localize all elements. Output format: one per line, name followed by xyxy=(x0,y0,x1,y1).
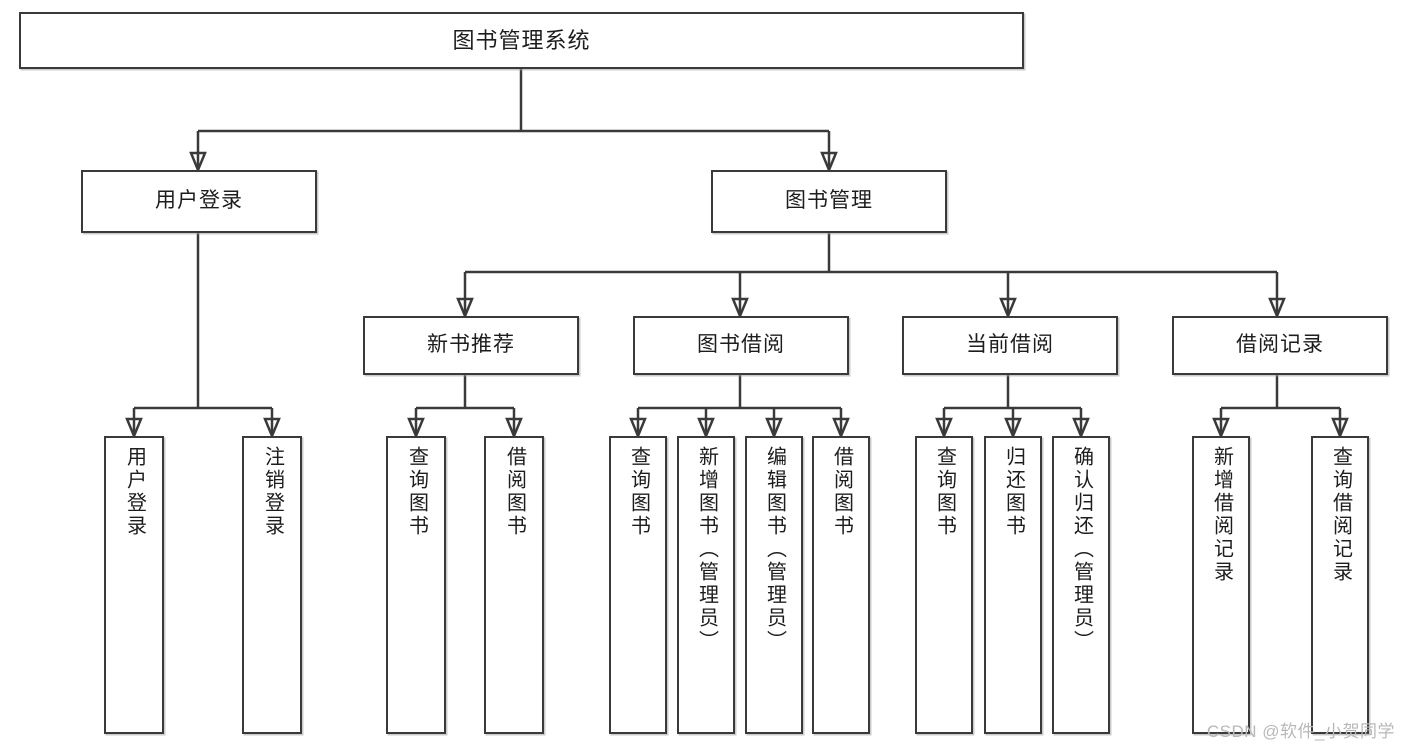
arrow-head-user-login xyxy=(189,151,207,174)
node-user-login[interactable]: 用户登录 xyxy=(81,170,317,233)
node-label-leaf-borrow-borrow-book: 借阅图书 xyxy=(830,446,853,538)
node-leaf-borrow-query-book[interactable]: 查询图书 xyxy=(609,436,667,734)
node-label-leaf-borrow-add-book: 新增图书（管理员） xyxy=(695,446,718,653)
arrow-head-leaf-borrow-borrow-book xyxy=(832,417,850,440)
node-leaf-borrow-borrow-book[interactable]: 借阅图书 xyxy=(812,436,870,734)
arrow-head-borrow-record xyxy=(1268,297,1286,320)
node-label-leaf-record-add: 新增借阅记录 xyxy=(1210,446,1233,584)
arrow-head-leaf-current-confirm-return xyxy=(1072,417,1090,440)
node-leaf-rec-query-book[interactable]: 查询图书 xyxy=(386,436,446,734)
node-label-leaf-user-logout: 注销登录 xyxy=(261,446,284,538)
node-label-borrow-record: 借阅记录 xyxy=(1236,333,1324,357)
node-leaf-current-return-book[interactable]: 归还图书 xyxy=(984,436,1042,734)
node-label-leaf-rec-query-book: 查询图书 xyxy=(405,446,428,538)
node-leaf-current-query-book[interactable]: 查询图书 xyxy=(915,436,973,734)
node-leaf-borrow-add-book[interactable]: 新增图书（管理员） xyxy=(677,436,735,734)
node-book-manage[interactable]: 图书管理 xyxy=(711,170,947,233)
arrow-head-leaf-user-logout xyxy=(263,417,281,440)
arrow-head-leaf-borrow-edit-book xyxy=(765,417,783,440)
arrow-head-book-borrow xyxy=(731,297,749,320)
arrow-head-leaf-rec-borrow-book xyxy=(505,417,523,440)
arrow-head-leaf-borrow-add-book xyxy=(697,417,715,440)
node-leaf-record-query[interactable]: 查询借阅记录 xyxy=(1311,436,1369,734)
node-label-leaf-borrow-edit-book: 编辑图书（管理员） xyxy=(763,446,786,653)
arrow-head-leaf-borrow-query-book xyxy=(629,417,647,440)
node-label-leaf-borrow-query-book: 查询图书 xyxy=(627,446,650,538)
arrow-head-current-borrow xyxy=(999,297,1017,320)
arrow-head-new-book-rec xyxy=(456,297,474,320)
arrow-head-leaf-user-login xyxy=(125,417,143,440)
node-leaf-rec-borrow-book[interactable]: 借阅图书 xyxy=(484,436,544,734)
node-leaf-current-confirm-return[interactable]: 确认归还（管理员） xyxy=(1052,436,1110,734)
node-label-new-book-rec: 新书推荐 xyxy=(427,333,515,357)
arrow-head-book-manage xyxy=(820,151,838,174)
node-root[interactable]: 图书管理系统 xyxy=(19,12,1024,69)
node-leaf-record-add[interactable]: 新增借阅记录 xyxy=(1192,436,1250,734)
node-label-leaf-current-query-book: 查询图书 xyxy=(933,446,956,538)
node-current-borrow[interactable]: 当前借阅 xyxy=(902,316,1118,375)
node-label-leaf-user-login: 用户登录 xyxy=(123,446,146,538)
node-label-leaf-current-return-book: 归还图书 xyxy=(1002,446,1025,538)
node-label-current-borrow: 当前借阅 xyxy=(966,333,1054,357)
arrow-head-leaf-record-query xyxy=(1331,417,1349,440)
node-leaf-borrow-edit-book[interactable]: 编辑图书（管理员） xyxy=(745,436,803,734)
watermark-text: CSDN @软件_小贺同学 xyxy=(1206,722,1395,741)
node-label-book-manage: 图书管理 xyxy=(785,189,873,213)
node-label-leaf-record-query: 查询借阅记录 xyxy=(1329,446,1352,584)
node-book-borrow[interactable]: 图书借阅 xyxy=(633,316,849,375)
node-leaf-user-logout[interactable]: 注销登录 xyxy=(242,436,302,734)
node-label-book-borrow: 图书借阅 xyxy=(697,333,785,357)
arrow-head-leaf-record-add xyxy=(1212,417,1230,440)
arrow-head-leaf-current-return-book xyxy=(1004,417,1022,440)
arrow-head-leaf-rec-query-book xyxy=(407,417,425,440)
node-label-leaf-rec-borrow-book: 借阅图书 xyxy=(503,446,526,538)
node-label-leaf-current-confirm-return: 确认归还（管理员） xyxy=(1070,446,1093,653)
node-new-book-rec[interactable]: 新书推荐 xyxy=(363,316,579,375)
arrow-head-leaf-current-query-book xyxy=(935,417,953,440)
node-label-root: 图书管理系统 xyxy=(452,27,591,53)
node-borrow-record[interactable]: 借阅记录 xyxy=(1172,316,1388,375)
node-leaf-user-login[interactable]: 用户登录 xyxy=(104,436,164,734)
node-label-user-login: 用户登录 xyxy=(155,189,243,213)
